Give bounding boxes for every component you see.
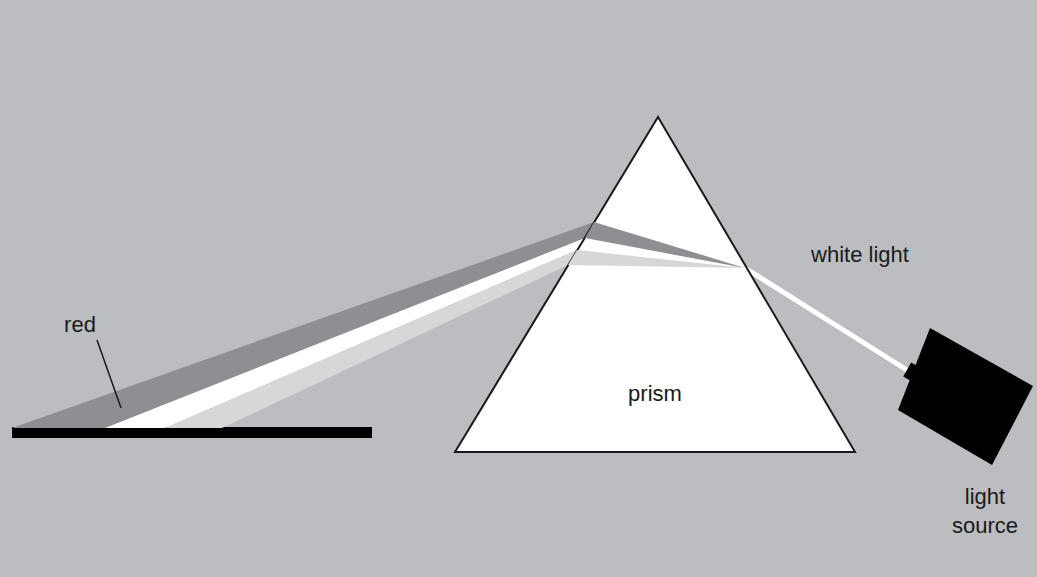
screen-bar: [12, 427, 372, 438]
light-source: light source: [930, 482, 1037, 542]
node-label: light source: [930, 482, 1037, 540]
prism-shape: prism: [455, 117, 855, 452]
color-label: red: [50, 310, 110, 339]
prism-label: prism: [455, 379, 855, 408]
light-source-body: [898, 328, 1033, 465]
beam-label: white light: [810, 240, 910, 269]
leader-line: [97, 340, 121, 408]
